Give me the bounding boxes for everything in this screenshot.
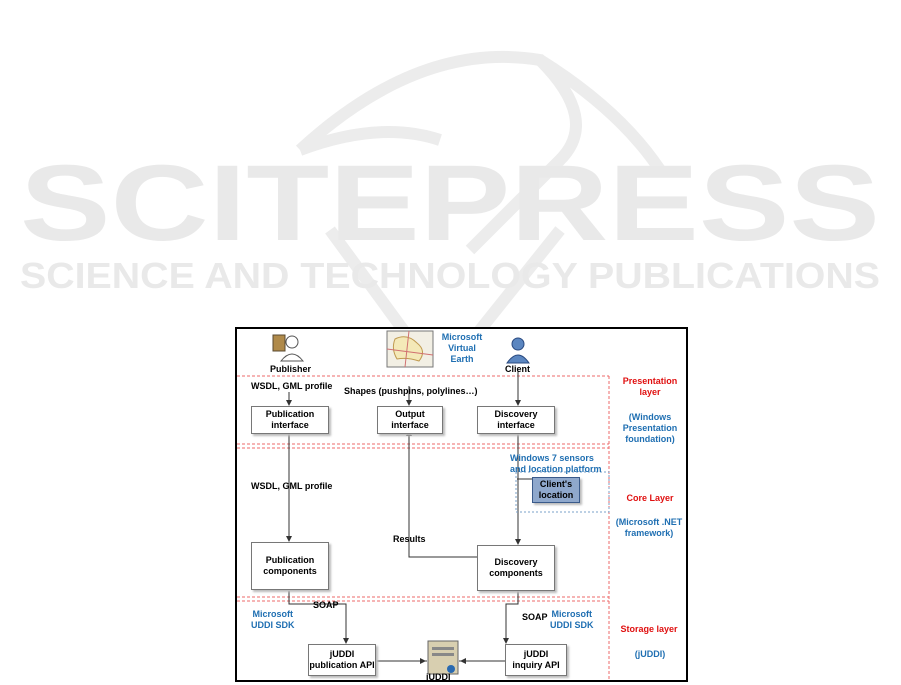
virtual-earth-map-icon — [386, 330, 434, 368]
uddi-sdk-label-right: Microsoft UDDI SDK — [550, 609, 594, 630]
wsdl-gml-label-mid: WSDL, GML profile — [251, 481, 333, 491]
architecture-diagram: Publisher Client Microsoft Virtual Earth… — [235, 327, 688, 682]
juddi-server-label: jUDDI — [426, 672, 451, 682]
client-label: Client — [505, 364, 531, 374]
shapes-label: Shapes (pushpins, polylines…) — [344, 386, 478, 396]
watermark-title: SCITEPRESS — [20, 142, 880, 263]
wsdl-gml-label-top: WSDL, GML profile — [251, 381, 333, 391]
juddi-server-icon — [427, 640, 459, 675]
virtual-earth-label: Microsoft Virtual Earth — [441, 332, 483, 364]
windows7-sensors-label: Windows 7 sensors and location platform — [510, 453, 602, 474]
storage-tech-label: (jUDDI) — [634, 649, 666, 659]
watermark-subtitle: SCIENCE AND TECHNOLOGY PUBLICATIONS — [20, 255, 880, 296]
soap-label-right: SOAP — [522, 612, 548, 622]
publisher-icon — [272, 334, 305, 362]
core-layer-label: Core Layer — [626, 493, 674, 503]
publisher-label: Publisher — [270, 364, 312, 374]
results-label: Results — [393, 534, 426, 544]
client-icon — [506, 337, 530, 364]
soap-label-left: SOAP — [313, 600, 339, 610]
uddi-sdk-label-left: Microsoft UDDI SDK — [251, 609, 295, 630]
storage-layer-label: Storage layer — [620, 624, 678, 634]
diagram-lines — [237, 330, 610, 680]
